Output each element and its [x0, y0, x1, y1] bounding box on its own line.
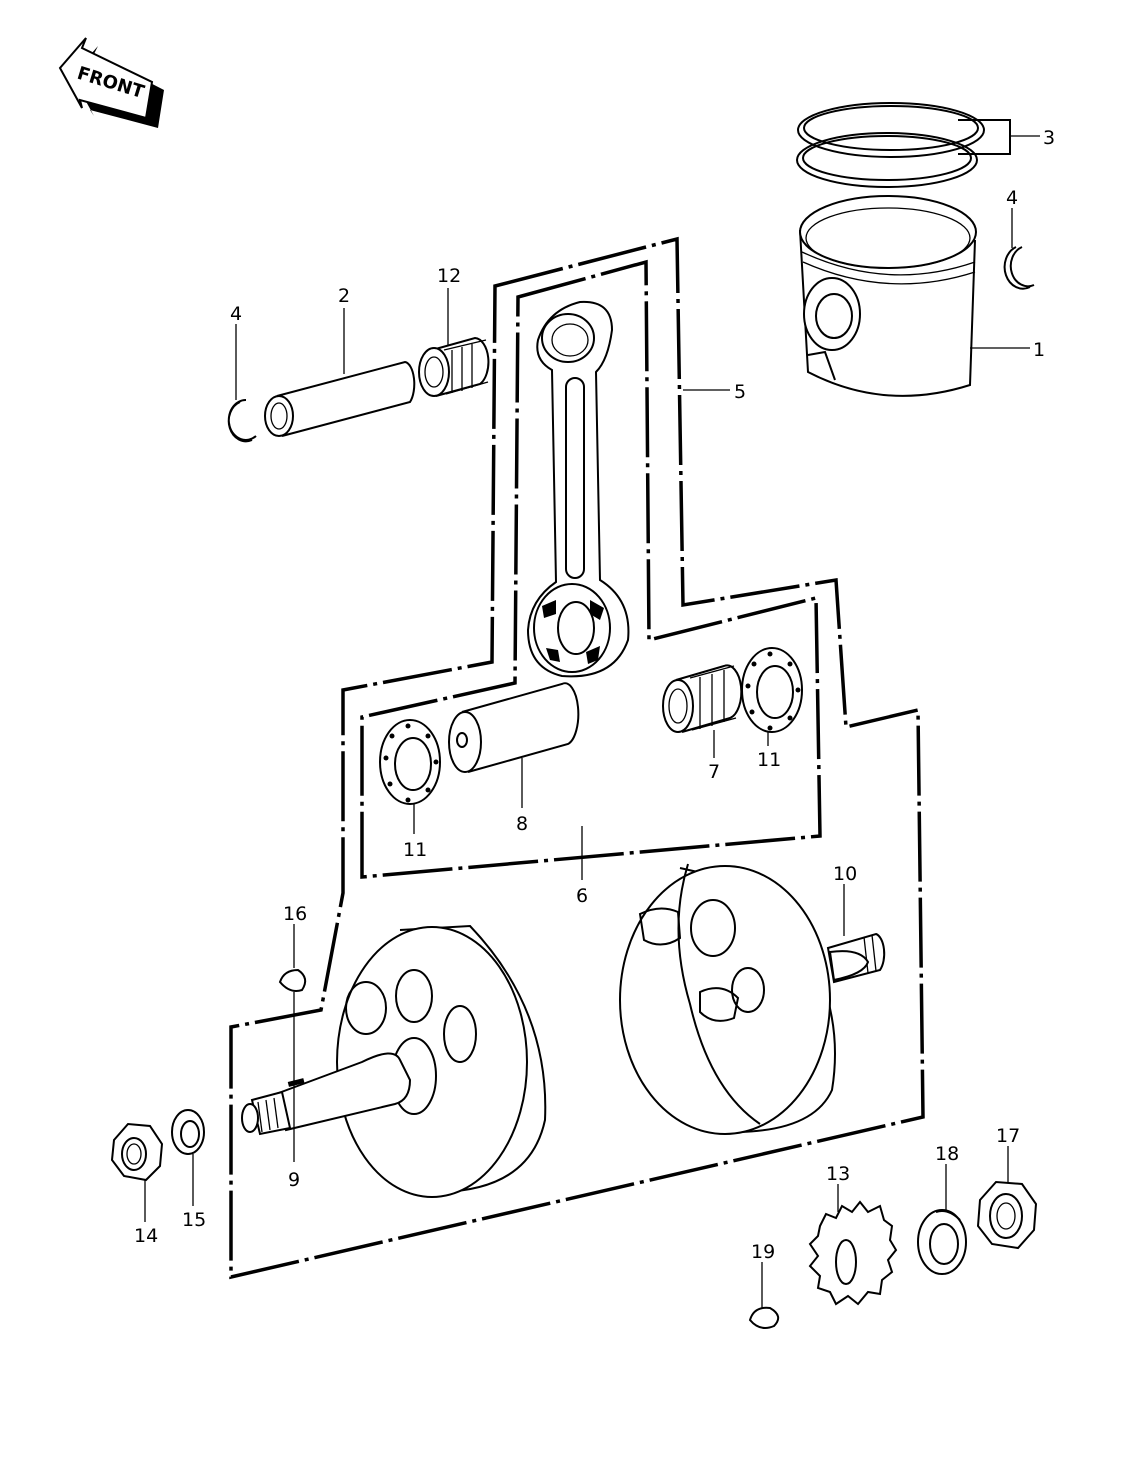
crank-pin — [448, 682, 580, 773]
big-end-bearing — [662, 664, 743, 733]
label-18: 18 — [935, 1143, 959, 1165]
label-12: 12 — [437, 265, 461, 287]
piston-rings — [796, 102, 1011, 188]
label-3: 3 — [1043, 127, 1055, 149]
woodruff-key-left — [278, 968, 307, 992]
woodruff-key-right — [748, 1306, 780, 1329]
drive-sprocket — [808, 1200, 898, 1306]
label-8: 8 — [516, 813, 528, 835]
label-13: 13 — [826, 1163, 850, 1185]
label-7: 7 — [708, 761, 720, 783]
label-4b: 4 — [1006, 187, 1018, 209]
washer-left — [171, 1109, 205, 1155]
thrust-washer-right — [741, 647, 803, 733]
label-4a: 4 — [230, 303, 242, 325]
label-2: 2 — [338, 285, 350, 307]
crankshaft-nut-right — [976, 1180, 1038, 1250]
label-10: 10 — [833, 863, 857, 885]
crankshaft-left-half — [241, 924, 547, 1198]
part-labels: 1 2 3 4 4 5 6 7 8 9 10 11 11 12 13 14 15… — [134, 127, 1055, 1263]
thrust-washer-left — [379, 719, 441, 805]
label-5: 5 — [734, 381, 746, 403]
label-1: 1 — [1033, 339, 1045, 361]
crankshaft-assembly-boundary — [229, 236, 925, 1280]
label-15: 15 — [182, 1209, 206, 1231]
leader-lines — [144, 135, 1040, 1308]
label-6: 6 — [576, 885, 588, 907]
front-arrow: FRONT — [58, 37, 164, 128]
lock-washer-right — [917, 1209, 967, 1275]
small-end-bearing — [418, 336, 490, 397]
label-17: 17 — [996, 1125, 1020, 1147]
piston-pin — [264, 360, 416, 437]
piston — [799, 195, 977, 397]
label-11b: 11 — [757, 749, 781, 771]
label-16: 16 — [283, 903, 307, 925]
label-11a: 11 — [403, 839, 427, 861]
crankshaft-nut-left — [110, 1122, 164, 1182]
connecting-rod-assembly-boundary — [360, 259, 822, 879]
circlip-left — [227, 398, 257, 443]
label-9: 9 — [288, 1169, 300, 1191]
label-19: 19 — [751, 1241, 775, 1263]
crankshaft-right-half — [619, 863, 886, 1135]
connecting-rod — [526, 300, 630, 678]
circlip-right — [1003, 246, 1035, 290]
label-14: 14 — [134, 1225, 158, 1247]
